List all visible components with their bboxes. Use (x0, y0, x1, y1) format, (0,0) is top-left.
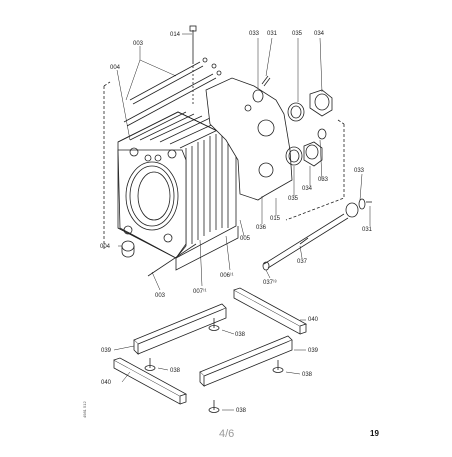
label-034-mid: 034 (302, 186, 313, 192)
label-004-bottom: 004 (100, 244, 111, 250)
label-035-mid: 035 (288, 196, 299, 202)
label-034-top: 034 (314, 31, 325, 37)
label-015: 015 (270, 216, 281, 222)
dashed-bracket-left (103, 81, 111, 250)
label-033-right: 033 (354, 168, 365, 174)
label-038-left: 038 (170, 368, 181, 374)
plate-strips (175, 226, 239, 271)
boiler-section-block (117, 111, 237, 259)
label-036: 036 (256, 225, 267, 231)
label-033-mid: 033 (318, 177, 329, 183)
feet-038 (144, 318, 284, 413)
knob-004 (121, 240, 135, 258)
label-040-lower: 040 (101, 380, 112, 386)
lower-rod-003 (147, 243, 197, 277)
label-007: 007⁾¹ (193, 288, 206, 295)
rail-040-lower (113, 357, 187, 405)
dashed-bracket-right (285, 119, 345, 221)
label-004-top: 004 (110, 65, 121, 71)
label-038-right: 038 (302, 372, 313, 378)
label-031-right: 031 (362, 227, 373, 233)
collector-plate (205, 77, 293, 201)
label-039-right: 039 (308, 348, 319, 354)
base-frame (113, 287, 307, 413)
rail-039-upper (133, 303, 227, 355)
page-side-number: 19 (370, 429, 379, 438)
document-code: 4981 512 (82, 401, 87, 418)
label-014: 014 (170, 32, 181, 38)
label-031-top: 031 (267, 31, 278, 37)
rod-037 (262, 198, 372, 271)
label-003-bottom: 003 (155, 293, 166, 299)
label-038-bottom: 038 (236, 408, 247, 414)
label-037-note: 037⁾³ (263, 279, 276, 286)
label-039-left: 039 (101, 348, 112, 354)
label-033-top: 033 (249, 31, 260, 37)
label-006: 006⁾¹ (220, 272, 233, 279)
label-035-top: 035 (292, 31, 303, 37)
rail-039-lower (199, 335, 293, 387)
page-number: 4/6 (219, 428, 235, 440)
label-038-upper: 038 (235, 332, 246, 338)
label-037: 037 (297, 259, 308, 265)
tie-rod-014 (189, 25, 197, 104)
label-003-top: 003 (133, 41, 144, 47)
part-labels: 014 003 004 033 031 035 034 033 034 035 … (100, 31, 373, 414)
leader-lines (116, 33, 371, 291)
base-leader-lines (113, 319, 306, 411)
tie-rods-003 (123, 57, 222, 127)
label-040-upper: 040 (308, 317, 319, 323)
label-005: 005 (240, 236, 251, 242)
rail-040-upper (233, 287, 307, 335)
flange-set-lower (285, 128, 327, 167)
